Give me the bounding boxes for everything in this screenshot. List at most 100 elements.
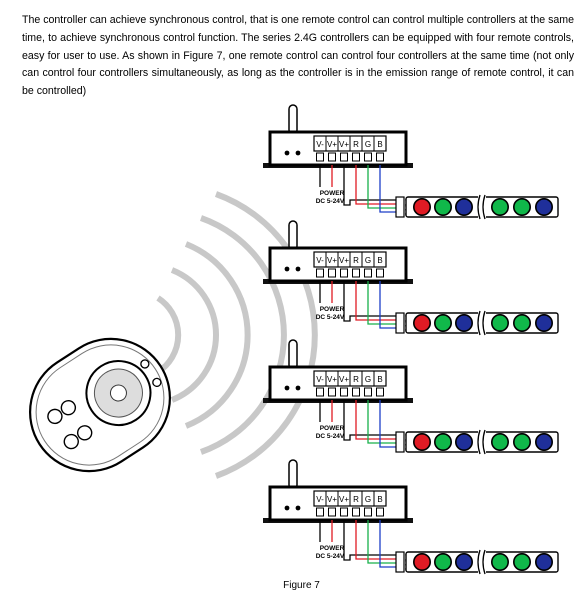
terminal-screw [364, 268, 372, 278]
wire-red-channel [355, 165, 396, 205]
terminal-screw [328, 387, 336, 397]
controller-led-dot [284, 266, 290, 272]
terminal-label: V+ [327, 495, 337, 504]
terminal-label: V+ [327, 140, 337, 149]
green-led [490, 552, 509, 571]
wire-green-channel [367, 281, 396, 325]
terminal-screw [376, 152, 384, 162]
strip-break-mark [477, 310, 486, 336]
terminal-screw [316, 507, 324, 517]
terminal-screw [352, 387, 360, 397]
wire-green-channel [367, 400, 396, 444]
terminal-screw [352, 268, 360, 278]
green-led [433, 198, 452, 217]
figure-caption-text: Figure 7 [283, 580, 320, 591]
terminal-screw [364, 507, 372, 517]
terminal-screw [376, 507, 384, 517]
terminal-screw [340, 387, 348, 397]
terminal-label: G [365, 140, 371, 149]
strip-connector [395, 431, 405, 453]
remote-power-icon [140, 359, 150, 369]
terminal-label: R [353, 140, 359, 149]
blue-led [454, 432, 473, 451]
terminal-label: V- [316, 375, 324, 384]
green-led [512, 432, 531, 451]
terminal-label: G [365, 495, 371, 504]
terminal-screw [328, 268, 336, 278]
terminal-label: V+ [339, 375, 349, 384]
wire-green-channel [367, 165, 396, 209]
terminal-screw [340, 268, 348, 278]
terminal-screw [316, 268, 324, 278]
wire-blue-channel [379, 400, 396, 448]
blue-led [454, 552, 473, 571]
strip-cut-gap [478, 195, 486, 219]
terminal-screw [364, 152, 372, 162]
controller-antenna [288, 339, 298, 370]
controller-led-dot [295, 266, 301, 272]
remote-control [28, 337, 172, 473]
controller-antenna [288, 220, 298, 251]
controller-antenna [288, 104, 298, 135]
green-led [433, 313, 452, 332]
terminal-label: B [377, 375, 382, 384]
terminal-label: B [377, 256, 382, 265]
strip-connector [395, 312, 405, 334]
wire-strip-positive [343, 400, 396, 441]
wire-strip-positive [343, 520, 396, 561]
remote-center-button [109, 384, 127, 402]
voltage-label: DC 5-24V [316, 198, 345, 205]
controller-led-dot [295, 385, 301, 391]
green-led [512, 313, 531, 332]
blue-led [534, 552, 553, 571]
terminal-screw [364, 387, 372, 397]
terminal-label: V- [316, 495, 324, 504]
wire-red-channel [355, 281, 396, 321]
figure-caption: Figure 7 [0, 580, 583, 591]
terminal-screw [340, 152, 348, 162]
wire-strip-positive [343, 281, 396, 322]
terminal-label: V+ [339, 495, 349, 504]
strip-cut-gap [478, 550, 486, 574]
power-label: POWER [320, 306, 345, 313]
terminal-screw [376, 387, 384, 397]
blue-led [534, 198, 553, 217]
wire-blue-channel [379, 281, 396, 329]
strip-break-mark [477, 549, 486, 575]
red-led [412, 313, 431, 332]
controller-antenna [288, 459, 298, 490]
terminal-screw [328, 507, 336, 517]
green-led [512, 552, 531, 571]
terminal-screw [352, 507, 360, 517]
green-led [490, 198, 509, 217]
description-paragraph: The controller can achieve synchronous c… [22, 14, 574, 98]
power-label: POWER [320, 190, 345, 197]
terminal-label: V+ [327, 375, 337, 384]
controller-led-dot [284, 150, 290, 156]
remote-zone-button-2 [60, 399, 77, 416]
green-led [433, 432, 452, 451]
terminal-label: G [365, 375, 371, 384]
terminal-screw [352, 152, 360, 162]
power-label: POWER [320, 545, 345, 552]
remote-mode-icon [152, 377, 162, 388]
remote-zone-button-3 [63, 433, 79, 450]
remote-inner-outline [35, 344, 165, 466]
blue-led [454, 198, 473, 217]
terminal-screw [376, 268, 384, 278]
green-led [490, 313, 509, 332]
terminal-screw [328, 152, 336, 162]
wire-red-channel [355, 400, 396, 440]
terminal-label: B [377, 140, 382, 149]
strip-connector [395, 196, 405, 218]
terminal-label: R [353, 375, 359, 384]
terminal-screw [340, 507, 348, 517]
strip-break-mark [477, 194, 486, 220]
wire-green-channel [367, 520, 396, 564]
red-led [412, 198, 431, 217]
remote-zone-button-4 [76, 425, 93, 441]
controller-led-dot [295, 505, 301, 511]
